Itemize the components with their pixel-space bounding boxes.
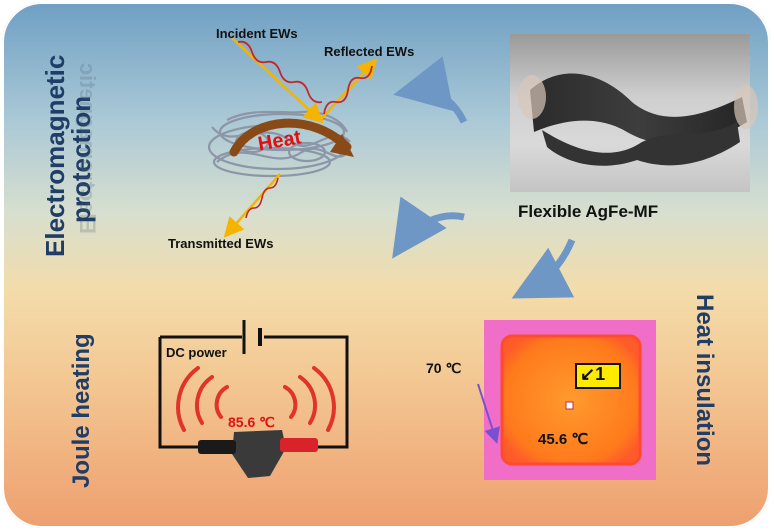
label-inside-temp: 45.6 ℃ (538, 431, 589, 448)
thermal-marker-box (575, 363, 621, 389)
marker-arrow-icon: ↙ (580, 364, 596, 384)
marker-number: 1 (595, 364, 606, 384)
clip-black (198, 440, 236, 454)
label-dc-power: DC power (166, 345, 227, 360)
title-joule-text: Joule heating (68, 333, 95, 488)
outside-temp-pointer (477, 383, 500, 444)
label-thermal-marker: ↙1 (580, 364, 605, 385)
transmitted-wave (245, 177, 279, 219)
title-em-reflection: Electromagnetic (75, 62, 100, 234)
foam-sponge (518, 73, 758, 166)
title-heat-insulation: Heat insulation (690, 294, 718, 466)
heat-curve-head (330, 134, 354, 157)
reflected-wave (323, 65, 373, 115)
transmitted-wave-axis (223, 173, 281, 238)
thermal-spot (565, 401, 574, 410)
label-reflected: Reflected EWs (324, 44, 415, 59)
arrow-to-insulation (511, 238, 576, 299)
clip-red (280, 438, 318, 452)
foam-sample (232, 430, 286, 478)
title-em-line1: Electromagnetic (40, 54, 70, 257)
label-incident: Incident EWs (216, 26, 298, 41)
heat-curve-arrow (229, 118, 352, 157)
arrow-to-em (393, 56, 468, 124)
incident-wave-axis (231, 37, 324, 124)
label-transmitted: Transmitted EWs (168, 236, 274, 251)
title-em-reflection-text: Electromagnetic (75, 62, 100, 234)
label-joule-temp: 85.6 ℃ (228, 414, 275, 430)
label-material: Flexible AgFe-MF (518, 202, 659, 221)
title-heat-text: Heat insulation (691, 294, 718, 467)
title-joule-heating: Joule heating (68, 333, 96, 488)
incident-wave (237, 40, 323, 104)
arrow-to-joule (392, 196, 465, 259)
heat-waves (176, 366, 336, 432)
label-outside-temp: 70 ℃ (426, 360, 462, 376)
